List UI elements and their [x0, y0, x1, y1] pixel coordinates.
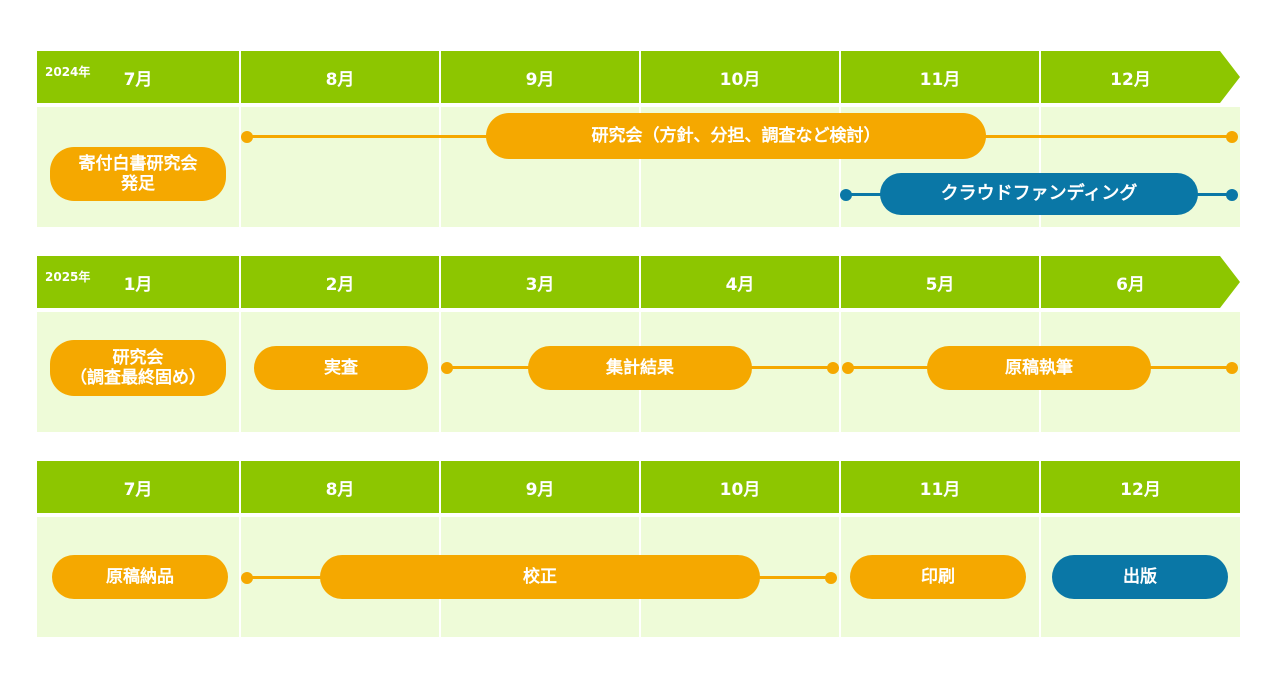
month-label: 12月: [1120, 479, 1161, 500]
timeline-end-dot: [827, 362, 839, 374]
timeline-arrow-icon: [1220, 51, 1240, 103]
timeline-start-dot: [840, 189, 852, 201]
month-cell: 8月: [241, 461, 439, 513]
task-area: 原稿納品 校正 印刷 出版: [37, 517, 1240, 637]
month-column: [241, 107, 439, 227]
month-cell: 5月: [841, 256, 1039, 308]
month-label: 9月: [525, 479, 555, 500]
month-label: 8月: [325, 69, 355, 90]
month-label: 6月: [1116, 274, 1145, 295]
task-research-final: 研究会 （調査最終固め）: [50, 340, 226, 396]
month-label: 3月: [525, 274, 555, 295]
timeline-end-dot: [1226, 189, 1238, 201]
timeline-start-dot: [241, 572, 253, 584]
month-label: 10月: [719, 69, 761, 90]
month-label: 11月: [919, 69, 961, 90]
month-cell: 11月: [841, 51, 1039, 103]
month-cell: 7月: [37, 51, 239, 103]
task-publication: 出版: [1052, 555, 1228, 599]
timeline-end-dot: [1226, 131, 1238, 143]
month-cell: 1月: [37, 256, 239, 308]
month-cell: 8月: [241, 51, 439, 103]
month-label: 10月: [719, 479, 761, 500]
task-proofreading: 校正: [320, 555, 760, 599]
timeline-arrow-icon: [1220, 256, 1240, 308]
month-header: 7月 8月 9月 10月 11月 12月: [37, 461, 1240, 513]
task-survey: 実査: [254, 346, 428, 390]
month-label: 1月: [123, 274, 153, 295]
month-label: 4月: [725, 274, 755, 295]
timeline-start-dot: [842, 362, 854, 374]
month-cell: 11月: [841, 461, 1039, 513]
month-cell: 9月: [441, 461, 639, 513]
month-label: 2月: [325, 274, 355, 295]
month-label: 11月: [919, 479, 961, 500]
timeline-start-dot: [441, 362, 453, 374]
task-founding: 寄付白書研究会 発足: [50, 147, 226, 201]
timeline-end-dot: [825, 572, 837, 584]
month-cell: 6月: [1041, 256, 1220, 308]
month-cell: 7月: [37, 461, 239, 513]
month-label: 12月: [1110, 69, 1151, 90]
task-aggregation: 集計結果: [528, 346, 752, 390]
month-cell: 2月: [241, 256, 439, 308]
timeline-start-dot: [241, 131, 253, 143]
task-area: 研究会（方針、分担、調査など検討） 寄付白書研究会 発足 クラウドファンディング: [37, 107, 1240, 227]
task-manuscript-delivery: 原稿納品: [52, 555, 228, 599]
month-cell: 12月: [1041, 51, 1220, 103]
task-area: 研究会 （調査最終固め） 実査 集計結果 原稿執筆: [37, 312, 1240, 432]
month-label: 7月: [123, 69, 153, 90]
month-cell: 12月: [1041, 461, 1240, 513]
month-cell: 3月: [441, 256, 639, 308]
month-label: 9月: [525, 69, 555, 90]
year-label: 2024年: [45, 65, 91, 79]
timeline-end-dot: [1226, 362, 1238, 374]
month-header: 7月 8月 9月 10月 11月 12月 2024年: [37, 51, 1240, 103]
task-research-meeting: 研究会（方針、分担、調査など検討）: [486, 113, 986, 159]
month-label: 8月: [325, 479, 355, 500]
month-cell: 9月: [441, 51, 639, 103]
month-cell: 4月: [641, 256, 839, 308]
task-crowdfunding: クラウドファンディング: [880, 173, 1198, 215]
month-header: 1月 2月 3月 4月 5月 6月 2025年: [37, 256, 1240, 308]
month-cell: 10月: [641, 461, 839, 513]
task-printing: 印刷: [850, 555, 1026, 599]
year-label: 2025年: [45, 270, 91, 284]
month-label: 7月: [123, 479, 153, 500]
month-cell: 10月: [641, 51, 839, 103]
month-label: 5月: [925, 274, 955, 295]
task-writing: 原稿執筆: [927, 346, 1151, 390]
